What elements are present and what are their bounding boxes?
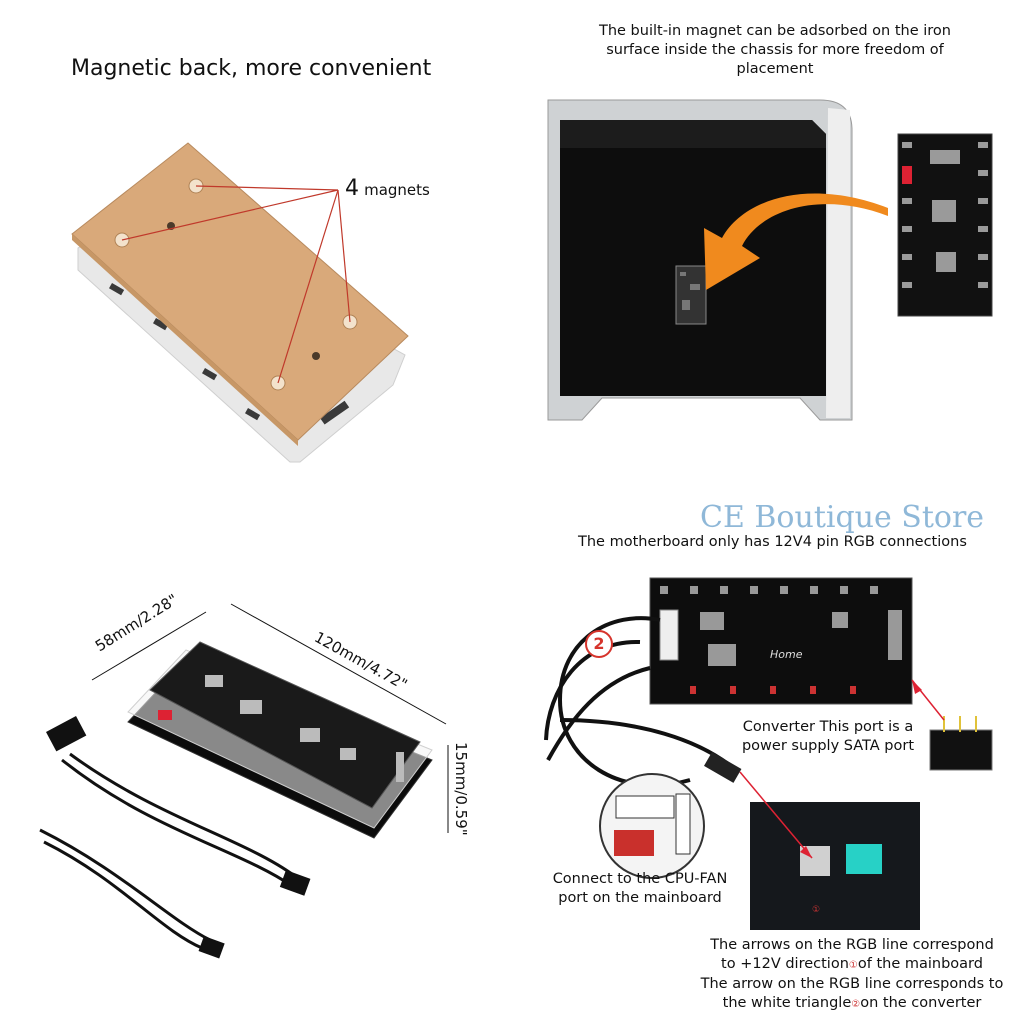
svg-text:①: ① [812, 905, 820, 915]
rgb-note-line2-post: of the mainboard [857, 956, 983, 972]
rgb-note-line4-mark: ② [851, 999, 861, 1010]
cpu-fan-note: Connect to the CPU-FAN port on the mainb… [540, 870, 740, 908]
magnetic-back-title: Magnetic back, more convenient [71, 56, 432, 81]
cpu-fan-note-line1: Connect to the CPU-FAN [552, 871, 728, 887]
badge-2-number: 2 [593, 634, 605, 653]
chassis-caption-line3: placement [736, 61, 814, 77]
badge-2: 2 [585, 630, 613, 658]
orange-arrow-shape [704, 193, 888, 290]
board-logo: Home [770, 648, 803, 661]
converter-note-line2: power supply SATA port [741, 738, 915, 754]
store-watermark: CE Boutique Store [700, 500, 985, 535]
magnets-count: 4 [345, 176, 359, 201]
rgb-connections-header: The motherboard only has 12V4 pin RGB co… [578, 534, 967, 550]
rgb-note-line2-pre: to +12V direction [721, 956, 849, 972]
chassis-caption-line1: The built-in magnet can be adsorbed on t… [598, 23, 951, 39]
chassis-caption: The built-in magnet can be adsorbed on t… [560, 22, 990, 79]
rgb-note-line4-post: on the converter [860, 995, 982, 1011]
rgb-note-line4-pre: the white triangle [722, 995, 852, 1011]
converter-note-line1: Converter This port is a [742, 719, 914, 735]
magnets-label: magnets [364, 181, 430, 199]
rgb-note-line2-mark: ① [848, 960, 858, 971]
converter-note: Converter This port is a power supply SA… [733, 718, 923, 756]
rgb-note-line2: to +12V direction①of the mainboard [684, 955, 1020, 975]
cpu-fan-note-line2: port on the mainboard [558, 890, 722, 906]
rgb-note-line4: the white triangle②on the converter [684, 994, 1020, 1014]
magnets-callout: 4 magnets [345, 176, 430, 201]
rgb-note-line1: The arrows on the RGB line correspond [710, 937, 994, 953]
rgb-note-line3: The arrow on the RGB line corresponds to [700, 976, 1004, 992]
chassis-caption-line2: surface inside the chassis for more free… [606, 42, 944, 58]
rgb-arrow-notes: The arrows on the RGB line correspond to… [684, 936, 1020, 1014]
